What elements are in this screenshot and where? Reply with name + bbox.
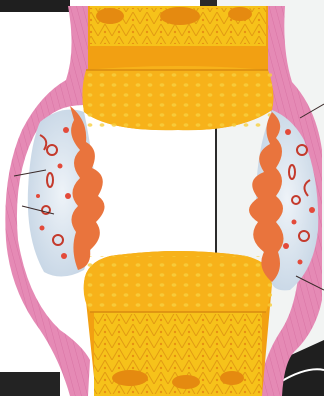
upper-cartilage-cells bbox=[86, 72, 272, 128]
dark-footer-left bbox=[0, 372, 60, 396]
panel-top-left bbox=[0, 0, 70, 12]
lower-cartilage-cells bbox=[86, 256, 272, 312]
